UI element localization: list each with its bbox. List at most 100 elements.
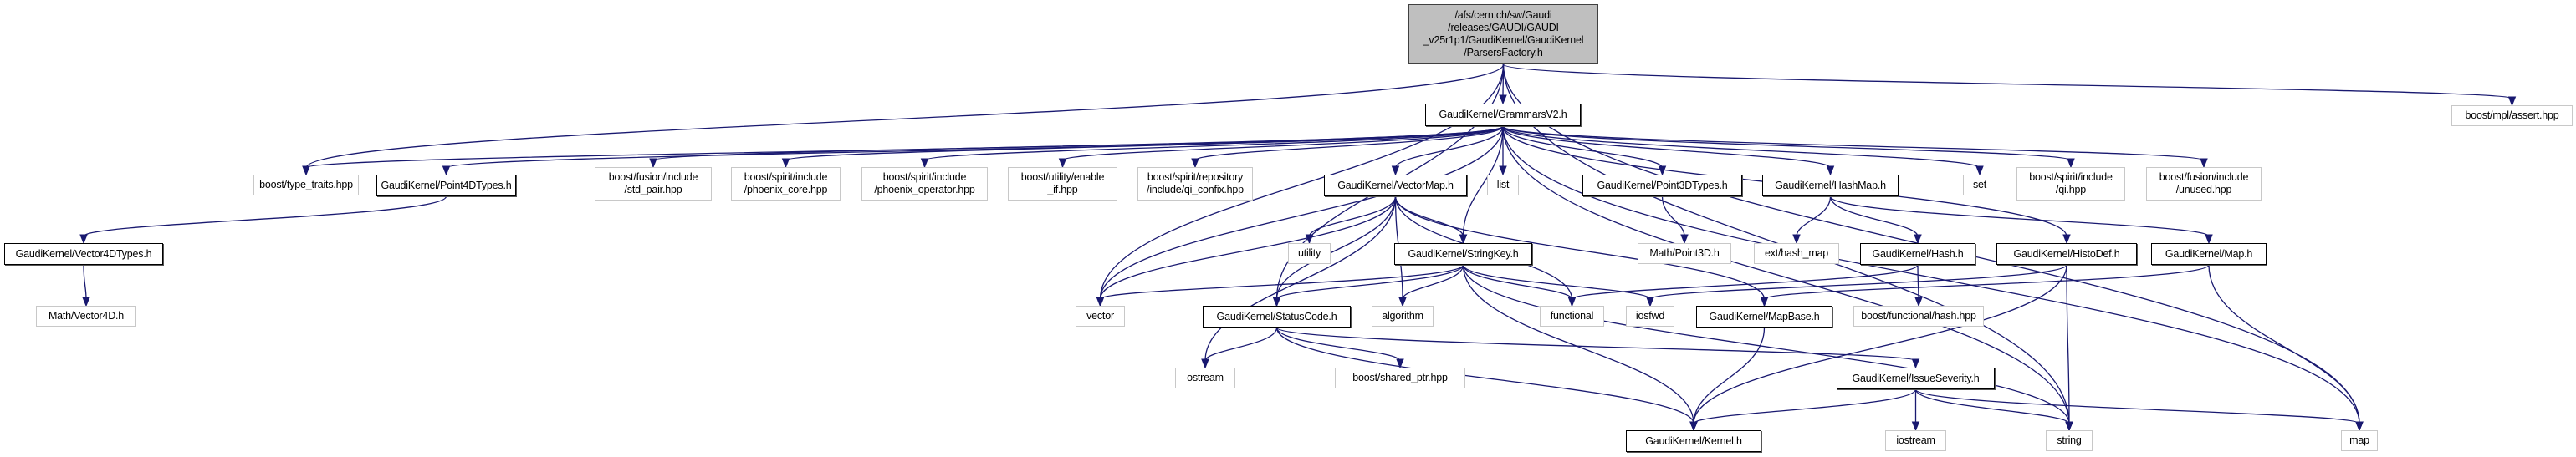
edge-hashmap-to-map_h: [1829, 195, 2210, 237]
node-ostream: ostream: [1175, 368, 1235, 388]
node-hash[interactable]: GaudiKernel/Hash.h: [1860, 243, 1975, 265]
edge-histodef-to-string: [2066, 264, 2070, 424]
arrowhead-icon: [1499, 94, 1507, 105]
edge-mapbase-to-kernel: [1693, 327, 1766, 424]
node-unused: boost/fusion/include /unused.hpp: [2146, 167, 2262, 201]
arrowhead-icon: [2067, 158, 2075, 169]
arrowhead-icon: [1914, 297, 1923, 307]
node-stdpair: boost/fusion/include /std_pair.hpp: [595, 167, 712, 201]
arrowhead-icon: [1646, 297, 1654, 307]
arrowhead-icon: [1201, 358, 1209, 369]
edge-vectormap-to-vector: [1099, 195, 1397, 300]
edge-grammars-to-stringkey: [1462, 125, 1504, 237]
node-point4d[interactable]: GaudiKernel/Point4DTypes.h: [376, 175, 516, 196]
arrowhead-icon: [1760, 297, 1769, 307]
edge-hashmap-to-hash: [1829, 195, 1919, 237]
node-stringkey[interactable]: GaudiKernel/StringKey.h: [1394, 243, 1532, 265]
edge-hash-to-functional: [1571, 264, 1919, 300]
node-histodef[interactable]: GaudiKernel/HistoDef.h: [1996, 243, 2137, 265]
node-vector4d[interactable]: GaudiKernel/Vector4DTypes.h: [4, 243, 163, 265]
node-grammars[interactable]: GaudiKernel/GrammarsV2.h: [1425, 104, 1581, 126]
node-root: /afs/cern.ch/sw/Gaudi /releases/GAUDI/GA…: [1408, 4, 1598, 64]
node-vectormap[interactable]: GaudiKernel/VectorMap.h: [1324, 175, 1467, 196]
edge-histodef-to-kernel: [1693, 264, 2067, 424]
node-enableif: boost/utility/enable _if.hpp: [1008, 167, 1117, 201]
node-exthashmap: ext/hash_map: [1754, 243, 1839, 264]
node-point3d[interactable]: GaudiKernel/Point3DTypes.h: [1582, 175, 1742, 196]
edge-grammars-to-map: [1502, 125, 2360, 424]
node-string: string: [2046, 430, 2093, 451]
arrowhead-icon: [2200, 158, 2208, 169]
edge-map_h-to-mapbase: [1763, 264, 2210, 300]
edge-root-to-mplassert: [1502, 63, 2513, 99]
node-mplassert: boost/mpl/assert.hpp: [2451, 105, 2573, 126]
node-iosfwd: iosfwd: [1626, 306, 1674, 327]
arrowhead-icon: [1911, 358, 1920, 369]
arrowhead-icon: [1567, 297, 1577, 307]
node-map-h[interactable]: GaudiKernel/Map.h: [2151, 243, 2267, 265]
arrowhead-icon: [1689, 421, 1698, 432]
edge-stringkey-to-iosfwd: [1462, 264, 1651, 300]
node-map: map: [2341, 430, 2378, 451]
edge-statuscode-to-ostream: [1204, 327, 1278, 362]
arrowhead-icon: [2355, 421, 2364, 432]
edge-issueseverity-to-string: [1914, 388, 2070, 424]
node-mapbase[interactable]: GaudiKernel/MapBase.h: [1696, 306, 1832, 328]
edge-map_h-to-map: [2208, 264, 2360, 424]
node-hashmap[interactable]: GaudiKernel/HashMap.h: [1762, 175, 1899, 196]
node-utility: utility: [1288, 243, 1331, 264]
edge-statuscode-to-sharedptr: [1275, 327, 1401, 362]
edge-stringkey-to-statuscode: [1275, 264, 1464, 300]
edge-stringkey-to-algorithm: [1402, 264, 1464, 300]
edge-stringkey-to-kernel: [1462, 264, 1694, 424]
edge-grammars-to-unused: [1502, 125, 2205, 161]
arrowhead-icon: [2507, 96, 2517, 107]
node-algorithm: algorithm: [1372, 306, 1434, 327]
arrowhead-icon: [649, 158, 657, 169]
edge-histodef-to-iosfwd: [1649, 264, 2067, 300]
arrowhead-icon: [82, 297, 90, 307]
edge-hash-to-boosthash: [1917, 264, 1919, 300]
arrowhead-icon: [1499, 165, 1507, 176]
arrowhead-icon: [1792, 234, 1801, 245]
node-list: list: [1487, 175, 1519, 195]
edge-grammars-to-phxop: [923, 125, 1504, 161]
arrowhead-icon: [1914, 234, 1922, 245]
edge-statuscode-to-issueseverity: [1275, 327, 1917, 362]
edge-grammars-to-enableif: [1061, 125, 1504, 161]
edge-stringkey-to-string: [1462, 264, 2070, 424]
edge-issueseverity-to-map: [1914, 388, 2360, 424]
edge-vector4d-to-mathvector4d: [83, 264, 87, 300]
arrowhead-icon: [1391, 165, 1400, 176]
arrowhead-icon: [1398, 297, 1407, 307]
edge-hashmap-to-exthashmap: [1796, 195, 1832, 237]
edge-grammars-to-vector: [1099, 125, 1504, 300]
edge-grammars-to-phxcore: [785, 125, 1504, 161]
node-typetraits: boost/type_traits.hpp: [253, 175, 359, 195]
arrowhead-icon: [1396, 358, 1404, 369]
arrowhead-icon: [2205, 234, 2213, 245]
node-iostream: iostream: [1885, 430, 1946, 451]
node-qiconfix: boost/spirit/repository /include/qi_conf…: [1137, 167, 1253, 201]
edge-stringkey-to-vector: [1099, 264, 1464, 300]
node-mathpoint3d: Math/Point3D.h: [1638, 243, 1731, 264]
arrowhead-icon: [1272, 297, 1281, 307]
arrowhead-icon: [1911, 421, 1920, 432]
arrowhead-icon: [1191, 158, 1199, 169]
node-issueseverity[interactable]: GaudiKernel/IssueSeverity.h: [1837, 368, 1995, 389]
arrowhead-icon: [1658, 165, 1667, 176]
arrowhead-icon: [1096, 297, 1105, 307]
edge-vectormap-to-mapbase: [1394, 195, 1766, 300]
edge-grammars-to-point4d: [445, 125, 1504, 169]
node-sharedptr: boost/shared_ptr.hpp: [1335, 368, 1465, 388]
node-kernel[interactable]: GaudiKernel/Kernel.h: [1626, 430, 1761, 452]
edge-vectormap-to-utility: [1308, 195, 1397, 237]
arrowhead-icon: [1058, 158, 1067, 169]
edge-grammars-to-stdpair: [652, 125, 1504, 161]
node-phxop: boost/spirit/include /phoenix_operator.h…: [861, 167, 988, 201]
edge-root-to-typetraits: [305, 63, 1505, 169]
edge-vectormap-to-ostream: [1204, 195, 1397, 362]
node-statuscode[interactable]: GaudiKernel/StatusCode.h: [1203, 306, 1351, 328]
